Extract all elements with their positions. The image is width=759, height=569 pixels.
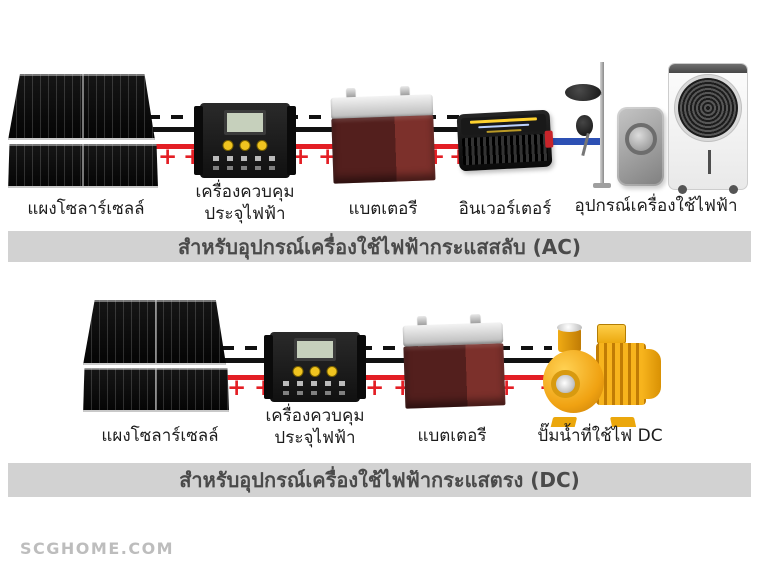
controller-button xyxy=(293,367,303,376)
controller-buttons xyxy=(223,140,267,150)
dc-label-charge-controller-line2: ประจุไฟฟ้า xyxy=(274,428,356,449)
ac-label-inverter: อินเวอร์เตอร์ xyxy=(458,199,552,219)
watermark: SCGHOME.COM xyxy=(20,539,175,558)
battery-image xyxy=(401,314,506,414)
air-cooler-fan-grille xyxy=(678,77,738,138)
ac-label-battery: แบตเตอรี xyxy=(348,199,418,219)
hand-shower xyxy=(576,115,593,136)
controller-mount-tab xyxy=(193,106,203,175)
air-cooler-image xyxy=(668,63,748,194)
ac-banner: สำหรับอุปกรณ์เครื่องใช้ไฟฟ้ากระแสสลับ (A… xyxy=(8,231,751,262)
inverter-outlet xyxy=(544,129,554,148)
air-cooler-top xyxy=(669,64,747,73)
controller-mount-tab xyxy=(357,334,367,400)
water-pump-image xyxy=(543,321,661,427)
controller-markings xyxy=(282,381,348,386)
inverter-label-stripe xyxy=(478,123,530,129)
inverter-image xyxy=(456,109,554,172)
dc-wire-negative-dashed xyxy=(222,346,552,350)
pump-outlet xyxy=(551,369,580,399)
plus-symbol: + xyxy=(227,375,247,401)
pump-motor-fins xyxy=(596,343,646,405)
inverter-heatsink-ribs xyxy=(461,133,549,166)
ac-label-charge-controller-line1: เครื่องควบคุม xyxy=(195,182,295,202)
ac-banner-text: สำหรับอุปกรณ์เครื่องใช้ไฟฟ้ากระแสสลับ (A… xyxy=(177,234,582,259)
dc-banner-text: สำหรับอุปกรณ์เครื่องใช้ไฟฟ้ากระแสตรง (DC… xyxy=(179,468,580,492)
plus-symbol: + xyxy=(158,144,178,170)
solar-panel-upper xyxy=(83,300,227,365)
ac-wire-negative xyxy=(140,127,464,132)
rain-shower-head xyxy=(565,84,601,101)
pump-inlet xyxy=(556,323,583,352)
dc-label-charge-controller-line1: เครื่องควบคุม xyxy=(265,406,365,426)
pump-terminal-box xyxy=(597,324,626,345)
charge-controller-image xyxy=(263,332,367,402)
battery-body xyxy=(331,115,436,184)
air-cooler-wheel xyxy=(728,185,738,194)
controller-buttons xyxy=(293,367,337,376)
shower-pole xyxy=(599,61,604,185)
controller-markings xyxy=(212,155,278,161)
battery-image xyxy=(329,86,436,189)
air-cooler-vent-slot xyxy=(708,150,711,174)
dc-label-pump: ปั๊มน้ำที่ใช้ไฟ DC xyxy=(537,426,663,446)
shower-base xyxy=(593,182,611,188)
controller-button xyxy=(223,140,233,150)
dc-wire-positive xyxy=(212,375,556,380)
solar-panel-upper xyxy=(8,74,155,141)
air-cooler-wheel xyxy=(678,185,688,194)
inverter-label-stripe xyxy=(486,129,522,133)
dc-label-charge-controller: เครื่องควบคุม ประจุไฟฟ้า xyxy=(263,405,367,449)
controller-mount-tab xyxy=(287,106,297,175)
dc-label-battery: แบตเตอรี xyxy=(417,426,487,446)
shower-set-image xyxy=(565,58,621,188)
ac-wire-positive xyxy=(140,144,464,149)
dc-wire-negative xyxy=(212,358,558,363)
controller-button xyxy=(257,140,267,150)
pump-end-cap xyxy=(642,348,661,400)
water-heater-dial xyxy=(624,122,657,155)
controller-button xyxy=(240,140,250,150)
ac-label-charge-controller-line2: ประจุไฟฟ้า xyxy=(204,204,286,225)
ac-wire-output xyxy=(540,138,602,145)
solar-panel-lower xyxy=(83,368,229,412)
water-heater-image xyxy=(617,107,664,186)
controller-button xyxy=(327,367,337,376)
ac-label-solar-panel: แผงโซลาร์เซลล์ xyxy=(27,199,145,219)
dc-banner: สำหรับอุปกรณ์เครื่องใช้ไฟฟ้ากระแสตรง (DC… xyxy=(8,463,751,497)
ac-label-appliances: อุปกรณ์เครื่องใช้ไฟฟ้า xyxy=(574,196,738,216)
ac-wire-negative-dashed xyxy=(148,115,464,119)
controller-lcd xyxy=(294,338,336,362)
controller-button xyxy=(310,367,320,376)
solar-panel-image xyxy=(83,300,229,412)
inverter-top-face xyxy=(460,113,547,136)
charge-controller-image xyxy=(193,103,297,178)
solar-panel-image xyxy=(8,74,158,188)
battery-body xyxy=(403,342,506,409)
controller-lcd xyxy=(224,109,266,135)
controller-markings xyxy=(212,166,278,170)
ac-label-charge-controller: เครื่องควบคุม ประจุไฟฟ้า xyxy=(193,181,297,225)
dc-label-solar-panel: แผงโซลาร์เซลล์ xyxy=(101,426,219,446)
plus-symbol: + xyxy=(365,375,385,401)
hand-shower-handle xyxy=(581,133,590,157)
solar-panel-lower xyxy=(8,143,158,188)
controller-markings xyxy=(282,390,348,395)
controller-mount-tab xyxy=(263,334,273,400)
